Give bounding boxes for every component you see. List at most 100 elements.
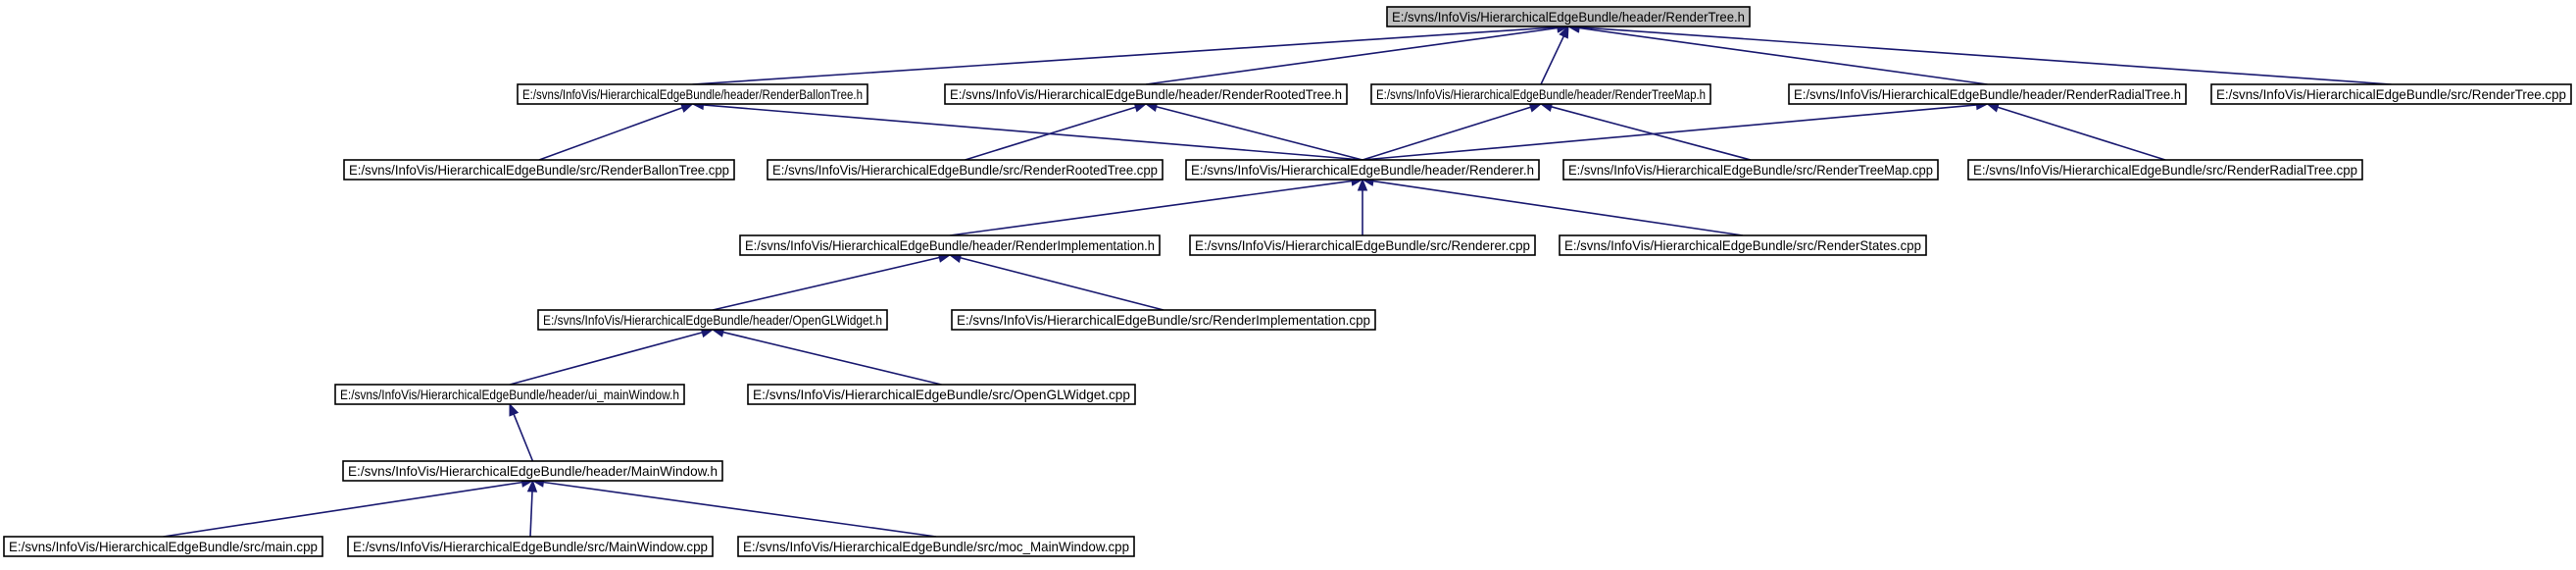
nodes-layer: E:/svns/InfoVis/HierarchicalEdgeBundle/h…	[3, 6, 2572, 557]
node-box	[1185, 159, 1540, 181]
node-renderrootedtree-cpp[interactable]: E:/svns/InfoVis/HierarchicalEdgeBundle/s…	[767, 159, 1164, 181]
node-box	[334, 384, 685, 405]
node-label: E:/svns/InfoVis/HierarchicalEdgeBundle/s…	[743, 539, 1129, 554]
node-renderimplementation-h[interactable]: E:/svns/InfoVis/HierarchicalEdgeBundle/h…	[739, 234, 1161, 256]
node-main-cpp[interactable]: E:/svns/InfoVis/HierarchicalEdgeBundle/s…	[3, 536, 323, 557]
edge-arrowhead	[1357, 178, 1368, 191]
node-label: E:/svns/InfoVis/HierarchicalEdgeBundle/h…	[1191, 162, 1534, 178]
edge-line	[529, 491, 533, 538]
edge-arrowhead	[526, 479, 538, 492]
edge-line	[703, 104, 1363, 161]
edge-line	[1578, 26, 2392, 85]
node-box	[951, 309, 1376, 331]
node-label: E:/svns/InfoVis/HierarchicalEdgeBundle/s…	[353, 539, 708, 554]
edge-renderrootedtree-h-to-rendertree-h	[1145, 23, 1570, 85]
node-renderer-cpp[interactable]: E:/svns/InfoVis/HierarchicalEdgeBundle/s…	[1189, 234, 1536, 256]
node-moc-mainwindow-cpp[interactable]: E:/svns/InfoVis/HierarchicalEdgeBundle/s…	[737, 536, 1135, 557]
edges-layer	[163, 22, 2392, 538]
edge-renderimplementation-h-to-renderer-h	[949, 176, 1364, 236]
node-box	[1559, 234, 1927, 256]
edge-ui-mainwindow-h-to-openglwidget-h	[509, 327, 715, 386]
edge-line	[513, 413, 534, 462]
node-label: E:/svns/InfoVis/HierarchicalEdgeBundle/s…	[1564, 237, 1921, 253]
node-renderrootedtree-h[interactable]: E:/svns/InfoVis/HierarchicalEdgeBundle/h…	[944, 83, 1348, 105]
edge-moc-mainwindow-cpp-to-mainwindow-h	[531, 477, 937, 538]
node-label: E:/svns/InfoVis/HierarchicalEdgeBundle/h…	[950, 86, 1342, 102]
edge-line	[1540, 35, 1565, 85]
edge-arrowhead	[1559, 25, 1569, 39]
node-box	[517, 83, 868, 105]
edge-openglwidget-cpp-to-openglwidget-h	[711, 327, 942, 386]
node-box	[2210, 83, 2572, 105]
node-label: E:/svns/InfoVis/HierarchicalEdgeBundle/s…	[349, 162, 729, 178]
node-renderballontree-cpp[interactable]: E:/svns/InfoVis/HierarchicalEdgeBundle/s…	[343, 159, 735, 181]
edge-renderballontree-h-to-rendertree-h	[692, 22, 1570, 85]
node-label: E:/svns/InfoVis/HierarchicalEdgeBundle/s…	[9, 539, 318, 554]
node-label: E:/svns/InfoVis/HierarchicalEdgeBundle/s…	[753, 387, 1130, 402]
edge-renderradialtree-h-to-rendertree-h	[1566, 23, 1988, 85]
node-label: E:/svns/InfoVis/HierarchicalEdgeBundle/h…	[745, 237, 1155, 253]
edge-line	[965, 106, 1136, 161]
node-box	[1788, 83, 2187, 105]
edge-line	[712, 256, 940, 311]
node-renderer-h[interactable]: E:/svns/InfoVis/HierarchicalEdgeBundle/h…	[1185, 159, 1540, 181]
node-renderimplementation-cpp[interactable]: E:/svns/InfoVis/HierarchicalEdgeBundle/s…	[951, 309, 1376, 331]
node-box	[343, 159, 735, 181]
edge-line	[163, 481, 522, 538]
node-box	[737, 536, 1135, 557]
node-box	[944, 83, 1348, 105]
node-label: E:/svns/InfoVis/HierarchicalEdgeBundle/s…	[1195, 237, 1530, 253]
node-mainwindow-cpp[interactable]: E:/svns/InfoVis/HierarchicalEdgeBundle/s…	[347, 536, 714, 557]
node-box	[739, 234, 1161, 256]
edge-line	[722, 331, 942, 386]
node-label: E:/svns/InfoVis/HierarchicalEdgeBundle/h…	[543, 312, 882, 328]
node-label: E:/svns/InfoVis/HierarchicalEdgeBundle/s…	[1973, 162, 2357, 178]
node-label: E:/svns/InfoVis/HierarchicalEdgeBundle/h…	[1794, 86, 2181, 102]
node-mainwindow-h[interactable]: E:/svns/InfoVis/HierarchicalEdgeBundle/h…	[342, 460, 723, 482]
edge-main-cpp-to-mainwindow-h	[163, 477, 534, 538]
edge-line	[1362, 104, 1977, 161]
node-box	[747, 384, 1136, 405]
node-rendertreemap-h[interactable]: E:/svns/InfoVis/HierarchicalEdgeBundle/h…	[1370, 83, 1711, 105]
edge-line	[1372, 180, 1744, 236]
edge-line	[949, 180, 1353, 236]
edge-line	[1145, 26, 1559, 85]
node-renderradialtree-cpp[interactable]: E:/svns/InfoVis/HierarchicalEdgeBundle/s…	[1967, 159, 2363, 181]
node-renderradialtree-h[interactable]: E:/svns/InfoVis/HierarchicalEdgeBundle/h…	[1788, 83, 2187, 105]
node-label: E:/svns/InfoVis/HierarchicalEdgeBundle/h…	[1392, 9, 1745, 25]
edge-renderrootedtree-cpp-to-renderrootedtree-h	[965, 102, 1148, 161]
node-label: E:/svns/InfoVis/HierarchicalEdgeBundle/h…	[522, 86, 863, 102]
node-box	[767, 159, 1164, 181]
edge-renderradialtree-cpp-to-renderradialtree-h	[1986, 102, 2166, 161]
node-label: E:/svns/InfoVis/HierarchicalEdgeBundle/s…	[957, 312, 1370, 328]
node-label: E:/svns/InfoVis/HierarchicalEdgeBundle/h…	[1376, 86, 1706, 102]
node-box	[347, 536, 714, 557]
node-rendertree-cpp[interactable]: E:/svns/InfoVis/HierarchicalEdgeBundle/s…	[2210, 83, 2572, 105]
node-label: E:/svns/InfoVis/HierarchicalEdgeBundle/s…	[772, 162, 1158, 178]
edge-renderer-h-to-renderballontree-h	[691, 99, 1363, 161]
edge-line	[1578, 26, 1988, 85]
edge-rendertreemap-h-to-rendertree-h	[1540, 25, 1569, 85]
node-renderstates-cpp[interactable]: E:/svns/InfoVis/HierarchicalEdgeBundle/s…	[1559, 234, 1927, 256]
node-box	[342, 460, 723, 482]
node-renderballontree-h[interactable]: E:/svns/InfoVis/HierarchicalEdgeBundle/h…	[517, 83, 868, 105]
node-label: E:/svns/InfoVis/HierarchicalEdgeBundle/s…	[2216, 86, 2566, 102]
node-box	[1967, 159, 2363, 181]
edge-rendertreemap-cpp-to-rendertreemap-h	[1539, 101, 1752, 161]
node-box	[1562, 159, 1939, 181]
node-label: E:/svns/InfoVis/HierarchicalEdgeBundle/s…	[1568, 162, 1933, 178]
edge-arrowhead	[509, 402, 520, 417]
node-box	[1386, 6, 1751, 27]
node-box	[537, 309, 888, 331]
node-rendertree-h[interactable]: E:/svns/InfoVis/HierarchicalEdgeBundle/h…	[1386, 6, 1751, 27]
edge-line	[1997, 106, 2166, 161]
node-openglwidget-cpp[interactable]: E:/svns/InfoVis/HierarchicalEdgeBundle/s…	[747, 384, 1136, 405]
edge-line	[960, 256, 1164, 311]
edge-renderimplementation-cpp-to-renderimplementation-h	[948, 252, 1164, 311]
node-ui-mainwindow-h[interactable]: E:/svns/InfoVis/HierarchicalEdgeBundle/h…	[334, 384, 685, 405]
node-openglwidget-h[interactable]: E:/svns/InfoVis/HierarchicalEdgeBundle/h…	[537, 309, 888, 331]
node-rendertreemap-cpp[interactable]: E:/svns/InfoVis/HierarchicalEdgeBundle/s…	[1562, 159, 1939, 181]
node-label: E:/svns/InfoVis/HierarchicalEdgeBundle/h…	[348, 463, 718, 479]
edge-line	[1362, 106, 1531, 161]
